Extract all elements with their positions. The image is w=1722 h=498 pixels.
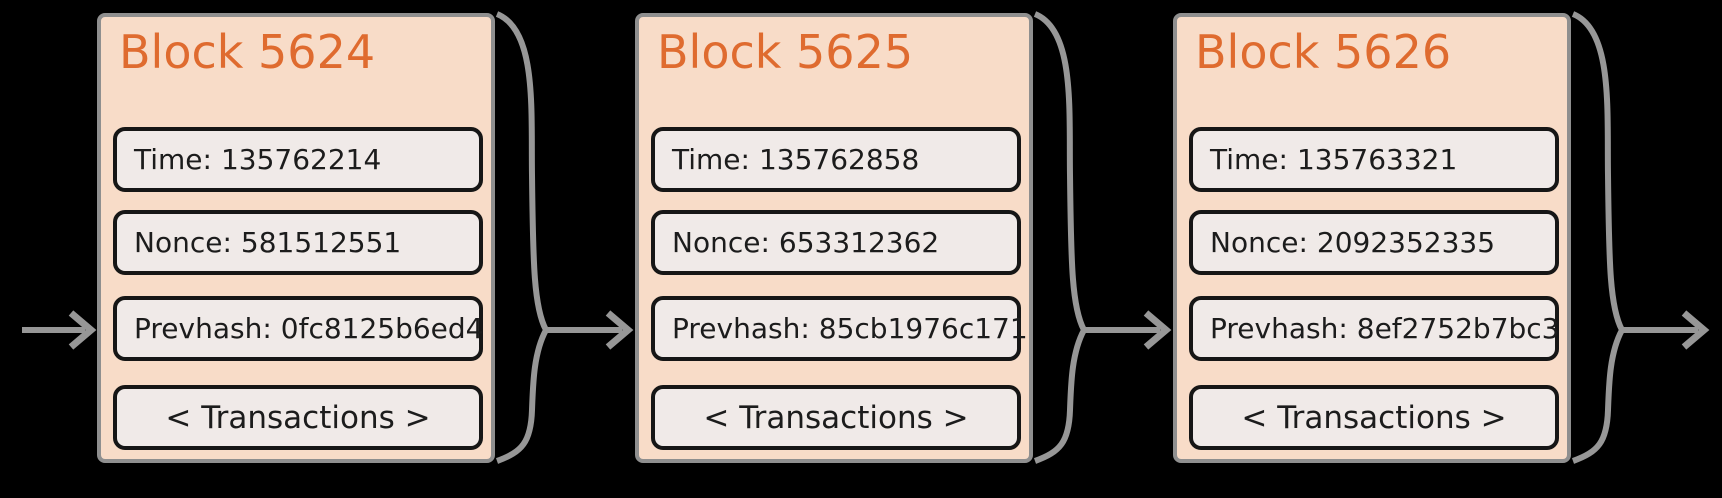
field-value: 135762858: [758, 143, 920, 176]
block-5625: Block 5625 Time: 135762858 Nonce: 653312…: [635, 13, 1033, 463]
field-value: 2092352335: [1316, 226, 1496, 259]
hash-brace-connector: [1033, 11, 1172, 464]
nonce-field: Nonce: 653312362: [651, 210, 1021, 275]
field-label: Time:: [672, 143, 750, 176]
block-title: Block 5626: [1195, 25, 1452, 79]
prevhash-field: Prevhash: 0fc8125b6ed4: [113, 296, 484, 361]
field-label: Time:: [1210, 143, 1288, 176]
arrow-right-icon: [22, 310, 97, 350]
block-title: Block 5625: [657, 25, 914, 79]
field-label: Time:: [134, 143, 212, 176]
prevhash-field: Prevhash: 8ef2752b7bc3: [1189, 296, 1560, 361]
field-label: Prevhash:: [672, 312, 810, 345]
field-label: Nonce:: [672, 226, 770, 259]
field-label: Prevhash:: [1210, 312, 1348, 345]
time-field: Time: 135763321: [1189, 127, 1559, 192]
field-value: 135762214: [220, 143, 382, 176]
nonce-field: Nonce: 581512551: [113, 210, 483, 275]
block-5626: Block 5626 Time: 135763321 Nonce: 209235…: [1173, 13, 1571, 463]
field-value: 653312362: [778, 226, 940, 259]
time-field: Time: 135762858: [651, 127, 1021, 192]
transactions-button[interactable]: < Transactions >: [651, 385, 1021, 450]
hash-brace-connector: [1571, 11, 1710, 464]
field-value: 0fc8125b6ed4: [280, 312, 484, 345]
arrow-right-icon: [605, 310, 634, 350]
nonce-field: Nonce: 2092352335: [1189, 210, 1559, 275]
arrow-right-icon: [1143, 310, 1172, 350]
field-value: 8ef2752b7bc3: [1356, 312, 1560, 345]
transactions-button[interactable]: < Transactions >: [113, 385, 483, 450]
field-label: Nonce:: [134, 226, 232, 259]
field-value: 85cb1976c171: [818, 312, 1028, 345]
hash-brace-connector: [495, 11, 634, 464]
arrow-right-icon: [1681, 310, 1710, 350]
prevhash-field: Prevhash: 85cb1976c171: [651, 296, 1028, 361]
field-value: 581512551: [240, 226, 402, 259]
block-5624: Block 5624 Time: 135762214 Nonce: 581512…: [97, 13, 495, 463]
block-title: Block 5624: [119, 25, 376, 79]
field-label: Prevhash:: [134, 312, 272, 345]
transactions-button[interactable]: < Transactions >: [1189, 385, 1559, 450]
time-field: Time: 135762214: [113, 127, 483, 192]
field-value: 135763321: [1296, 143, 1458, 176]
field-label: Nonce:: [1210, 226, 1308, 259]
